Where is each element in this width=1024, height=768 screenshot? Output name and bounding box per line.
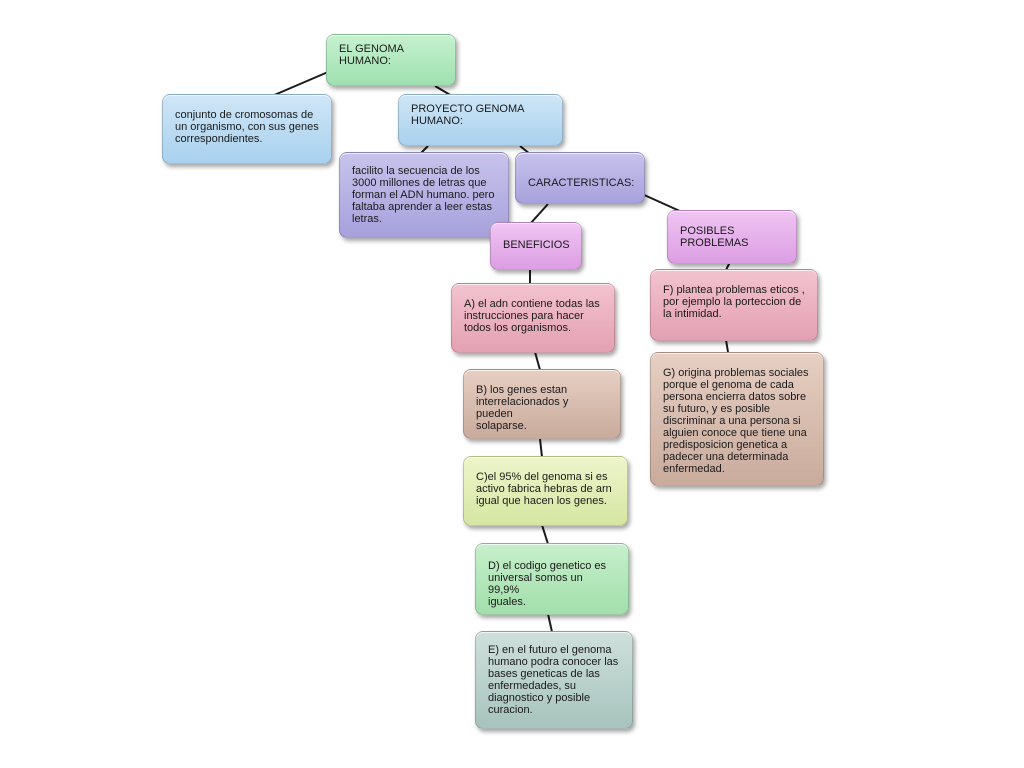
problema-g-node: G) origina problemas sociales porque el … xyxy=(650,352,824,486)
posibles-problemas-node: POSIBLES PROBLEMAS xyxy=(667,210,797,264)
beneficio-b-node: B) los genes estan interrelacionados y p… xyxy=(463,369,621,439)
connector-d-e xyxy=(547,613,553,633)
connector-caracteristicas-beneficios xyxy=(529,203,549,225)
facilito-secuencia-node: facilito la secuencia de los 3000 millon… xyxy=(339,152,509,238)
connector-f-g xyxy=(725,339,729,353)
connector-a-b xyxy=(534,351,541,371)
beneficio-c-node: C)el 95% del genoma si es activo fabrica… xyxy=(463,456,628,526)
connector-b-c xyxy=(539,438,543,458)
genoma-humano-node: EL GENOMA HUMANO: xyxy=(326,34,456,86)
beneficios-node: BENEFICIOS xyxy=(490,222,582,270)
problema-f-node: F) plantea problemas eticos , por ejempl… xyxy=(650,269,818,341)
beneficio-d-node: D) el codigo genetico es universal somos… xyxy=(475,543,629,615)
caracteristicas-node: CARACTERISTICAS: xyxy=(515,152,645,204)
beneficio-a-node: A) el adn contiene todas las instruccion… xyxy=(451,283,615,353)
connector-caracteristicas-problemas xyxy=(641,193,683,213)
definicion-genoma-node: conjunto de cromosomas de un organismo, … xyxy=(162,94,332,164)
connector-genoma-definicion xyxy=(271,71,329,97)
beneficio-e-node: E) en el futuro el genoma humano podra c… xyxy=(475,631,633,729)
connector-c-d xyxy=(541,524,549,545)
proyecto-genoma-node: PROYECTO GENOMA HUMANO: xyxy=(398,94,563,146)
